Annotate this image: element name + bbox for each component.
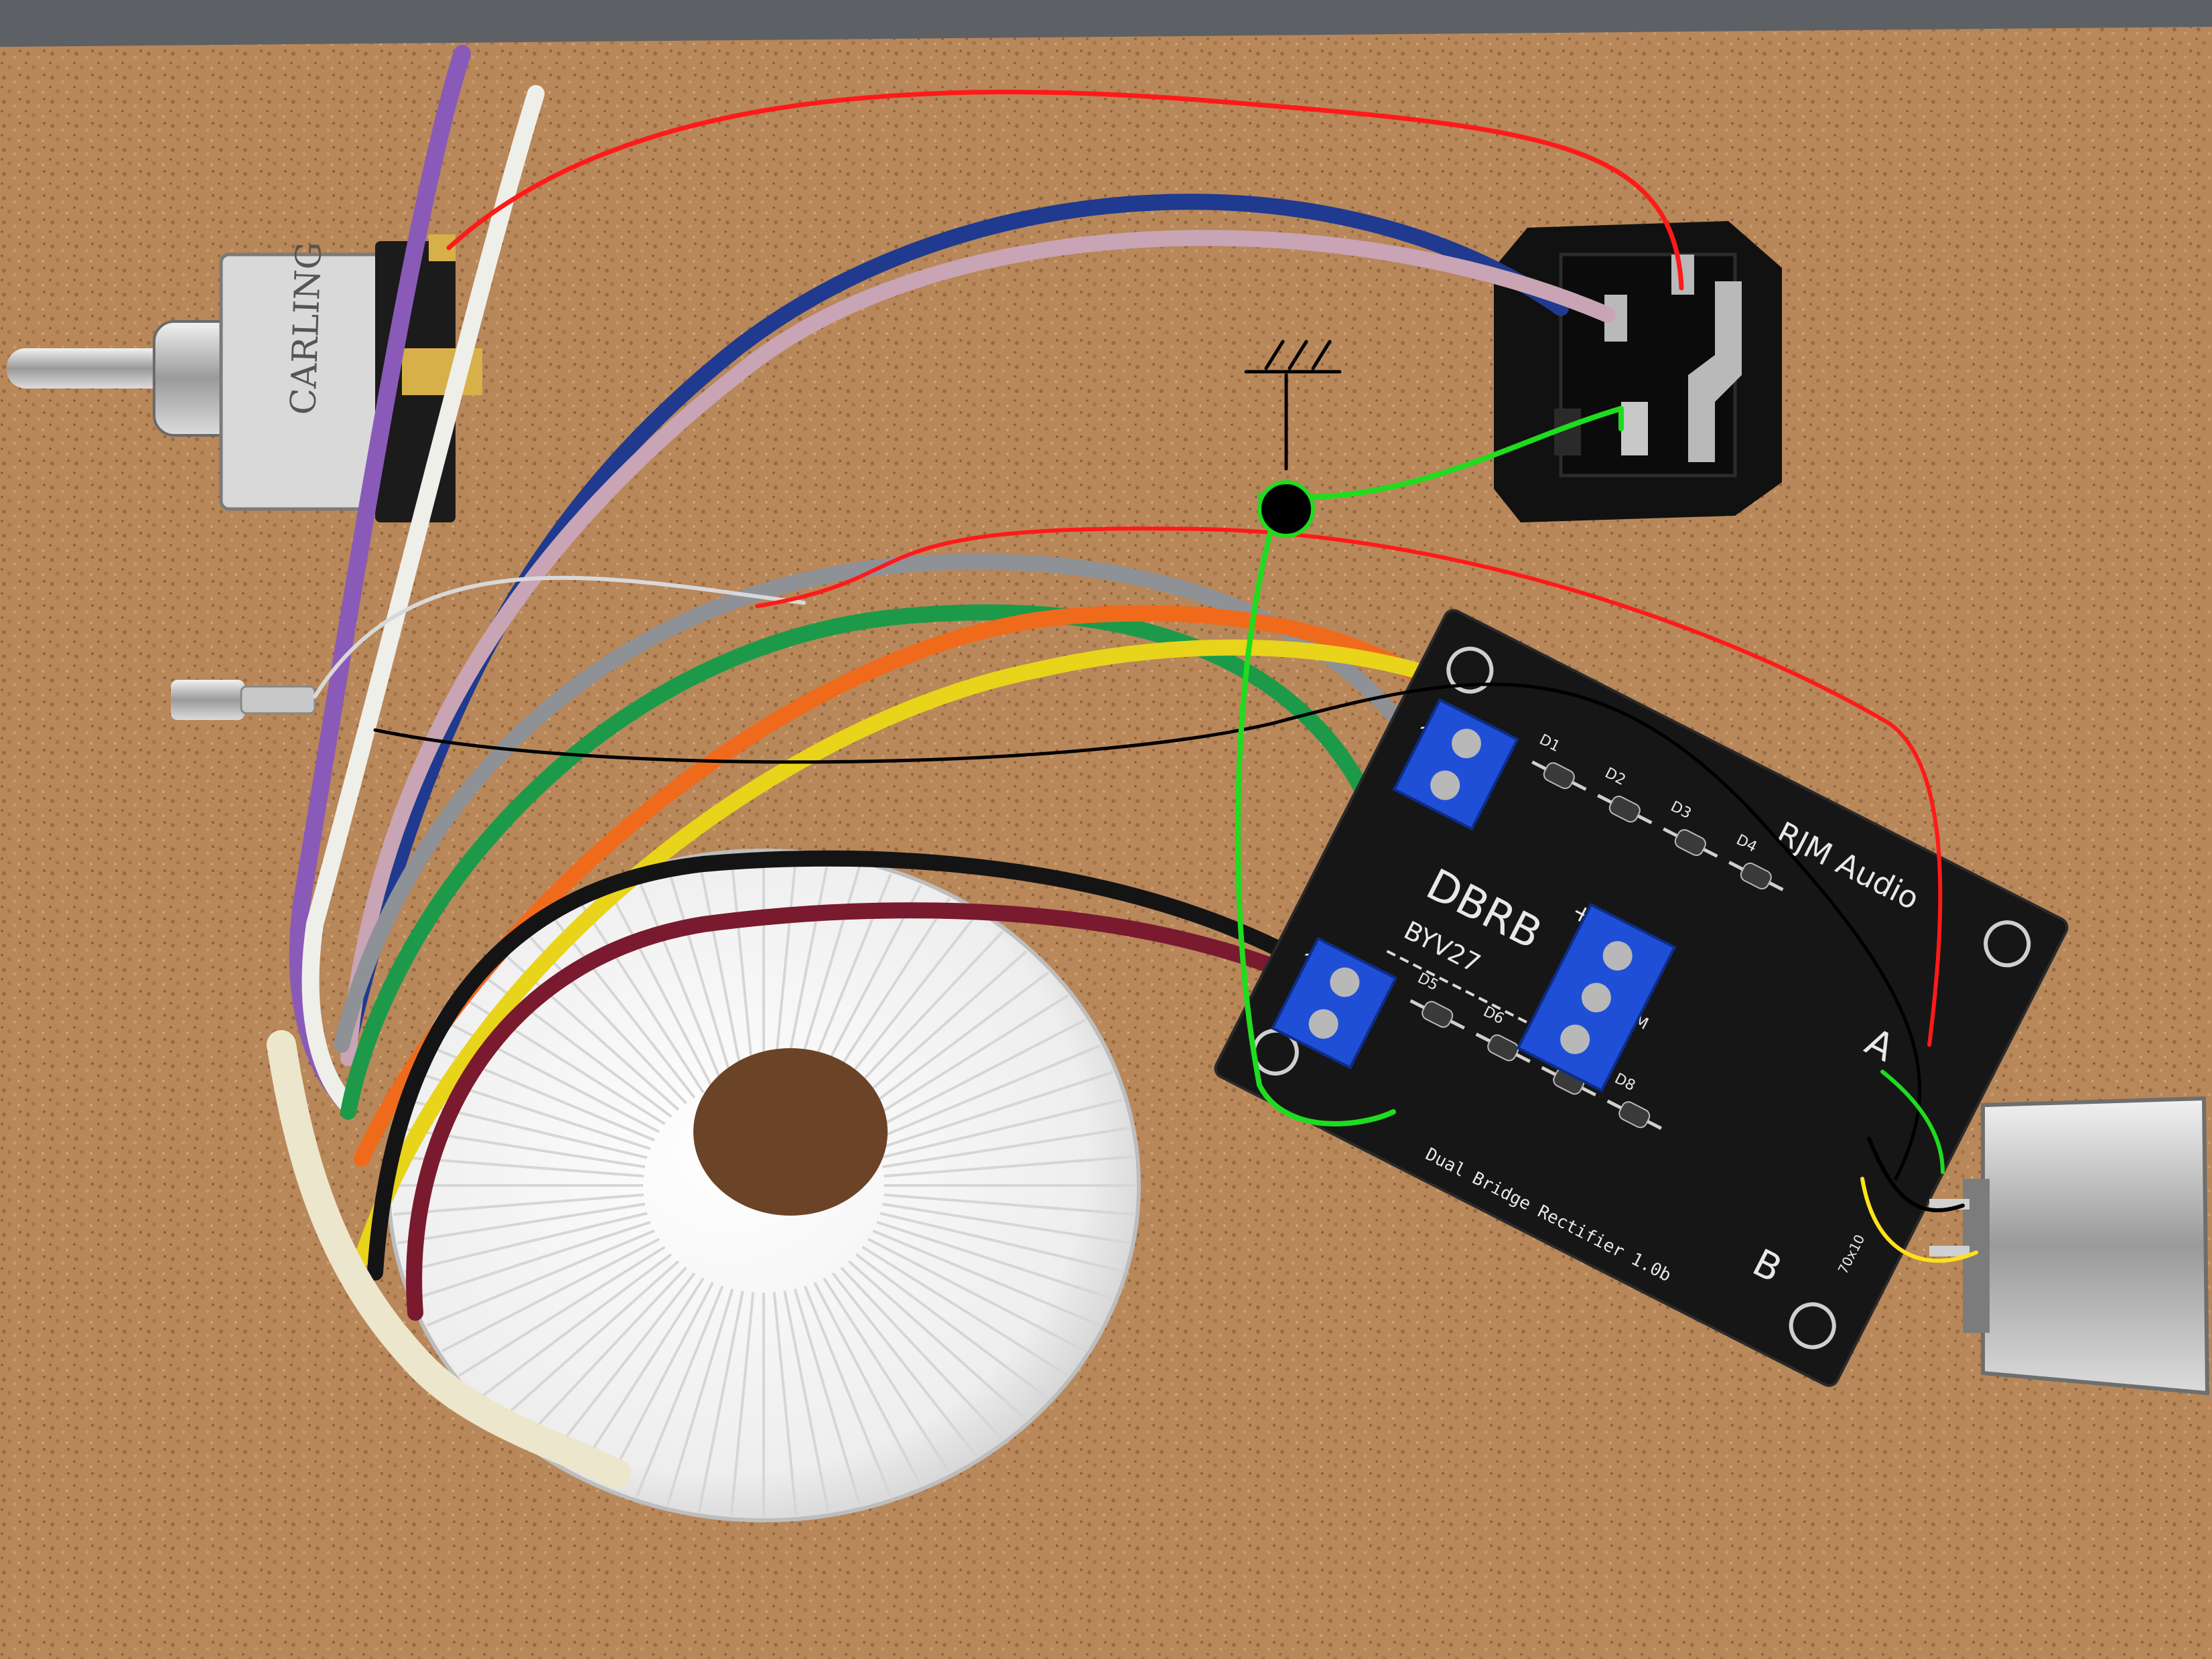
toroid-winding-line: [813, 884, 922, 1089]
wires: [267, 45, 1649, 1488]
toroid-winding-line: [393, 1193, 644, 1216]
toroid-winding-line: [847, 950, 1028, 1111]
toroid-winding-line: [882, 1202, 1130, 1244]
toroid-winding-line: [666, 865, 734, 1083]
toroid-winding-line: [823, 1277, 951, 1473]
toroid-winding-line: [635, 873, 724, 1086]
toroid-winding-line: [426, 1229, 655, 1327]
black-overlay-xlr-leads: [1867, 1137, 1965, 1212]
green-overlay-xlr-ground: [1880, 1070, 1945, 1174]
red-overlay-line-led-to-xlr: [755, 526, 1943, 1047]
toroid-winding-line: [855, 1253, 1050, 1400]
toroid-winding-line: [697, 1291, 744, 1512]
ground-symbol-icon: [1244, 340, 1342, 471]
toroid-winding-line: [813, 1282, 922, 1487]
toroid-winding-line: [880, 1212, 1123, 1273]
switch-brand-label: CARLING: [283, 241, 330, 416]
toroid-winding-line: [882, 1127, 1130, 1169]
toroid-winding-line: [772, 1292, 798, 1516]
earth-knot: [1257, 480, 1315, 538]
toroid-winding-line: [404, 1212, 648, 1273]
toroid-winding-line: [847, 1260, 1028, 1421]
led-lead-wire: [313, 575, 806, 699]
green-overlay-earth-loop: [1235, 406, 1624, 1127]
toroid-winding-line: [831, 913, 978, 1099]
toroid-winding-line: [635, 1285, 724, 1498]
toroid-winding-line: [861, 994, 1069, 1125]
fiberglass-sleeve: [267, 1030, 631, 1488]
led-holder: [171, 680, 316, 720]
toroid-winding-line: [884, 1155, 1135, 1178]
toroid-winding-line: [549, 913, 696, 1099]
xlr-connector: [1929, 1096, 2210, 1396]
toroid-winding-line: [397, 1202, 646, 1244]
toroid-winding-line: [413, 1220, 651, 1301]
toroid-winding-line: [783, 1291, 830, 1512]
red-overlay-line-switch-to-inlet: [446, 89, 1684, 291]
toroid-winding-line: [831, 1272, 978, 1458]
toroid-winding-line: [823, 897, 951, 1094]
yellow-overlay-xlr-lead: [1860, 1177, 1978, 1263]
toroid-winding-line: [576, 897, 705, 1094]
toroid-winding-line: [772, 855, 798, 1079]
toroid-winding-line: [880, 1098, 1123, 1159]
toroid-winding-line: [840, 1267, 1004, 1441]
white-wire: [301, 85, 545, 1114]
green-wire: [340, 604, 1415, 1120]
iec-power-inlet: [1494, 221, 1782, 522]
toroid-winding-line: [730, 1292, 755, 1516]
toroid-winding-line: [500, 1260, 680, 1421]
toroid-winding-line: [478, 1253, 673, 1400]
blue-wire: [340, 194, 1569, 1053]
overlay-annotations: [373, 89, 1978, 1263]
toroid-winding-line: [803, 1285, 892, 1498]
toroid-winding-line: [793, 865, 861, 1083]
toroid-winding-line: [876, 1070, 1114, 1151]
toroid-winding-line: [730, 855, 755, 1079]
toroid-winding-line: [872, 1229, 1101, 1327]
toroid-hole: [693, 1048, 888, 1216]
toroid-winding-line: [458, 1246, 666, 1377]
toroid-winding-line: [523, 1267, 687, 1441]
desk-edge: [0, 0, 2212, 47]
toroid-winding-line: [605, 1282, 714, 1487]
toroid-winding-line: [666, 1288, 734, 1506]
black-overlay-line-led-to-xlr: [373, 682, 1922, 1181]
toroid-winding-line: [872, 1043, 1101, 1142]
terminal-block-ac-a: [1392, 698, 1519, 831]
terminal-block-ac-b: [1270, 936, 1398, 1070]
toroid-winding-line: [861, 1246, 1069, 1377]
toroid-winding-line: [783, 859, 830, 1080]
toroid-winding-line: [697, 859, 744, 1080]
pink-wire: [340, 230, 1616, 1066]
terminal-block-dc: [1516, 903, 1677, 1092]
toroid-winding-line: [884, 1193, 1135, 1216]
toroid-winding-line: [441, 1238, 661, 1353]
toroid-winding-line: [793, 1288, 861, 1506]
toroid-winding-line: [549, 1272, 696, 1458]
toroid-winding-line: [840, 930, 1004, 1104]
toroid-winding-line: [876, 1220, 1114, 1301]
toroid-winding-line: [605, 884, 714, 1089]
toroid-winding-line: [867, 1238, 1087, 1353]
toroid-winding-line: [867, 1018, 1087, 1133]
toroid-winding-line: [576, 1277, 705, 1473]
toroid-winding-line: [855, 971, 1050, 1118]
